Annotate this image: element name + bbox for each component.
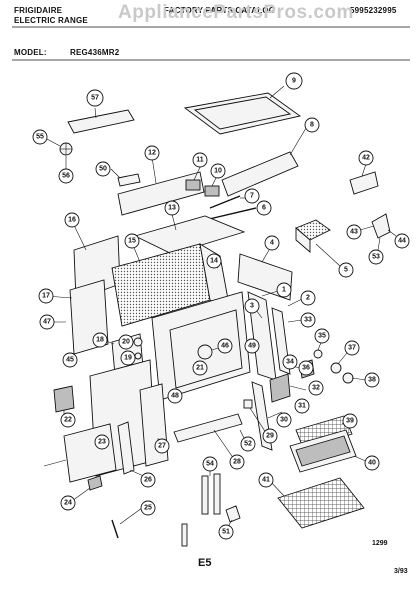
- part-oven-top: [133, 215, 246, 255]
- svg-text:41: 41: [262, 477, 270, 484]
- svg-text:18: 18: [96, 337, 104, 344]
- figure-code: 1299: [372, 540, 388, 547]
- date-code: 3/93: [394, 568, 408, 575]
- svg-text:53: 53: [372, 254, 380, 261]
- svg-text:3: 3: [250, 303, 254, 310]
- svg-text:33: 33: [304, 317, 312, 324]
- svg-text:17: 17: [42, 293, 50, 300]
- category: ELECTRIC RANGE: [14, 16, 88, 25]
- watermark: AppliancePartsPros.com: [118, 2, 354, 23]
- svg-text:24: 24: [64, 500, 72, 507]
- svg-text:49: 49: [248, 343, 256, 350]
- svg-text:31: 31: [298, 403, 306, 410]
- svg-text:55: 55: [36, 134, 44, 141]
- svg-text:43: 43: [350, 229, 358, 236]
- svg-text:22: 22: [64, 417, 72, 424]
- part-drawer-panel: [53, 385, 75, 413]
- part-knob-3: [342, 372, 354, 384]
- svg-text:37: 37: [348, 345, 356, 352]
- part-screw: [111, 519, 119, 539]
- svg-text:48: 48: [171, 393, 179, 400]
- part-rod: [209, 195, 241, 209]
- part-control-panel: [117, 171, 205, 216]
- part-light-socket: [197, 344, 213, 360]
- model-value: REG436MR2: [70, 48, 120, 57]
- svg-text:27: 27: [158, 443, 166, 450]
- part-switch: [185, 179, 201, 191]
- svg-text:25: 25: [144, 505, 152, 512]
- part-drawer-front: [63, 423, 117, 483]
- part-oven-rack: [277, 477, 365, 529]
- svg-text:1: 1: [282, 287, 286, 294]
- svg-text:6: 6: [262, 205, 266, 212]
- svg-text:12: 12: [148, 150, 156, 157]
- svg-text:19: 19: [124, 355, 132, 362]
- svg-text:28: 28: [233, 459, 241, 466]
- svg-text:26: 26: [144, 477, 152, 484]
- part-control-housing: [221, 151, 299, 197]
- svg-text:16: 16: [68, 217, 76, 224]
- svg-text:23: 23: [98, 439, 106, 446]
- svg-text:8: 8: [310, 122, 314, 129]
- part-bracket: [117, 173, 141, 187]
- svg-text:42: 42: [362, 155, 370, 162]
- svg-text:10: 10: [214, 168, 222, 175]
- callout-labels: 57 9 55 56 50 12 11 10 8 42 7 6 43 44 53…: [32, 72, 410, 540]
- svg-text:20: 20: [122, 339, 130, 346]
- svg-text:29: 29: [266, 433, 274, 440]
- brand: FRIGIDAIRE: [14, 6, 63, 15]
- svg-text:2: 2: [306, 295, 310, 302]
- part-thermostat: [349, 171, 379, 195]
- part-terminal-block: [269, 373, 291, 403]
- part-knob: [313, 349, 323, 359]
- svg-text:44: 44: [398, 238, 406, 245]
- model-label: MODEL:: [14, 48, 47, 57]
- part-element-terminal: [201, 475, 209, 515]
- svg-text:46: 46: [221, 343, 229, 350]
- svg-text:7: 7: [250, 193, 254, 200]
- svg-text:57: 57: [91, 95, 99, 102]
- part-fan: [59, 142, 73, 156]
- svg-text:34: 34: [286, 359, 294, 366]
- svg-text:32: 32: [312, 385, 320, 392]
- svg-text:15: 15: [128, 238, 136, 245]
- part-switch-block: [204, 185, 220, 197]
- svg-text:50: 50: [99, 166, 107, 173]
- svg-text:5: 5: [344, 267, 348, 274]
- svg-text:4: 4: [270, 240, 274, 247]
- svg-text:47: 47: [43, 319, 51, 326]
- svg-text:45: 45: [66, 357, 74, 364]
- svg-text:38: 38: [368, 377, 376, 384]
- svg-text:30: 30: [280, 417, 288, 424]
- part-knob-2: [330, 362, 342, 374]
- part-rod-2: [204, 207, 257, 221]
- page-code: E5: [198, 557, 212, 569]
- svg-text:56: 56: [62, 173, 70, 180]
- svg-text:39: 39: [346, 418, 354, 425]
- part-rear-trim: [67, 109, 135, 134]
- svg-text:35: 35: [318, 333, 326, 340]
- part-bracket-small: [371, 213, 391, 239]
- part-bottom-rail: [173, 413, 243, 443]
- svg-text:13: 13: [168, 205, 176, 212]
- part-number: 5995232995: [350, 6, 397, 15]
- svg-text:9: 9: [292, 78, 296, 85]
- svg-text:14: 14: [210, 258, 218, 265]
- svg-text:21: 21: [196, 365, 204, 372]
- svg-text:54: 54: [206, 461, 214, 468]
- svg-text:11: 11: [196, 157, 204, 164]
- svg-text:52: 52: [244, 441, 252, 448]
- svg-text:51: 51: [222, 529, 230, 536]
- svg-text:40: 40: [368, 460, 376, 467]
- catalog-title: FACTORY PARTS CATALOG: [164, 6, 276, 15]
- svg-text:36: 36: [302, 365, 310, 372]
